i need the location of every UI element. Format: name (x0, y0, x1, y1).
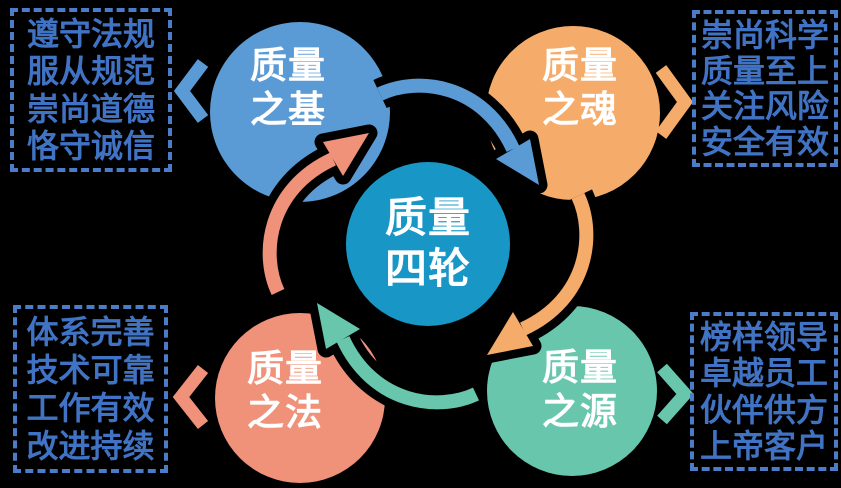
cycle-arrow-right-icon (487, 193, 594, 355)
note-line: 恪守诚信 (26, 127, 155, 164)
wheel-method-label: 质量 之法 (247, 347, 323, 435)
note-line: 体系完善 (26, 314, 155, 350)
wheel-label-line: 质量 (247, 348, 323, 389)
note-line: 遵守法规 (26, 16, 155, 53)
note-line: 改进持续 (26, 428, 155, 464)
note-box-bottom-right: 榜样领导 卓越员工 伙伴供方 上帝客户 (690, 312, 838, 471)
note-line: 卓越员工 (699, 355, 828, 392)
note-line: 技术可靠 (26, 352, 155, 388)
bl-chevron-left-icon (172, 364, 209, 430)
wheel-foundation-label: 质量 之基 (250, 44, 326, 132)
wheel-label-line: 之基 (250, 89, 326, 130)
center-label-line: 四轮 (384, 245, 472, 292)
note-line: 崇尚科学 (700, 16, 829, 53)
cycle-arrow-bottom-icon (317, 303, 479, 410)
center-label-line: 质量 (384, 194, 472, 241)
note-line: 服从规范 (26, 53, 155, 90)
note-box-top-left: 遵守法规 服从规范 崇尚道德 恪守诚信 (10, 8, 172, 172)
note-line: 安全有效 (700, 124, 829, 161)
note-line: 关注风险 (700, 88, 829, 125)
note-line: 伙伴供方 (699, 391, 828, 428)
wheel-label-line: 之源 (542, 391, 618, 432)
tl-chevron-left-icon (173, 59, 209, 123)
wheel-source-label: 质量 之源 (542, 346, 618, 434)
note-box-bottom-left: 体系完善 技术可靠 工作有效 改进持续 (13, 305, 168, 473)
wheel-label-line: 之法 (247, 392, 323, 433)
wheel-label-line: 之魂 (542, 89, 618, 130)
center-wheel-label: 质量 四轮 (385, 192, 471, 294)
wheel-label-line: 质量 (250, 45, 326, 86)
cycle-arrow-left-icon (262, 133, 369, 295)
note-line: 上帝客户 (699, 427, 828, 464)
br-chevron-right-icon (657, 363, 694, 425)
note-line: 工作有效 (26, 390, 155, 426)
center-wheel-circle (346, 162, 510, 326)
cycle-arrow-top-icon (377, 78, 539, 185)
wheel-label-line: 质量 (542, 45, 618, 86)
note-line: 榜样领导 (699, 319, 828, 356)
wheel-soul-label: 质量 之魂 (542, 44, 618, 132)
tr-chevron-right-icon (655, 65, 694, 139)
note-line: 崇尚道德 (26, 90, 155, 127)
note-box-top-right: 崇尚科学 质量至上 关注风险 安全有效 (692, 10, 838, 167)
wheel-label-line: 质量 (542, 347, 618, 388)
note-line: 质量至上 (700, 52, 829, 89)
